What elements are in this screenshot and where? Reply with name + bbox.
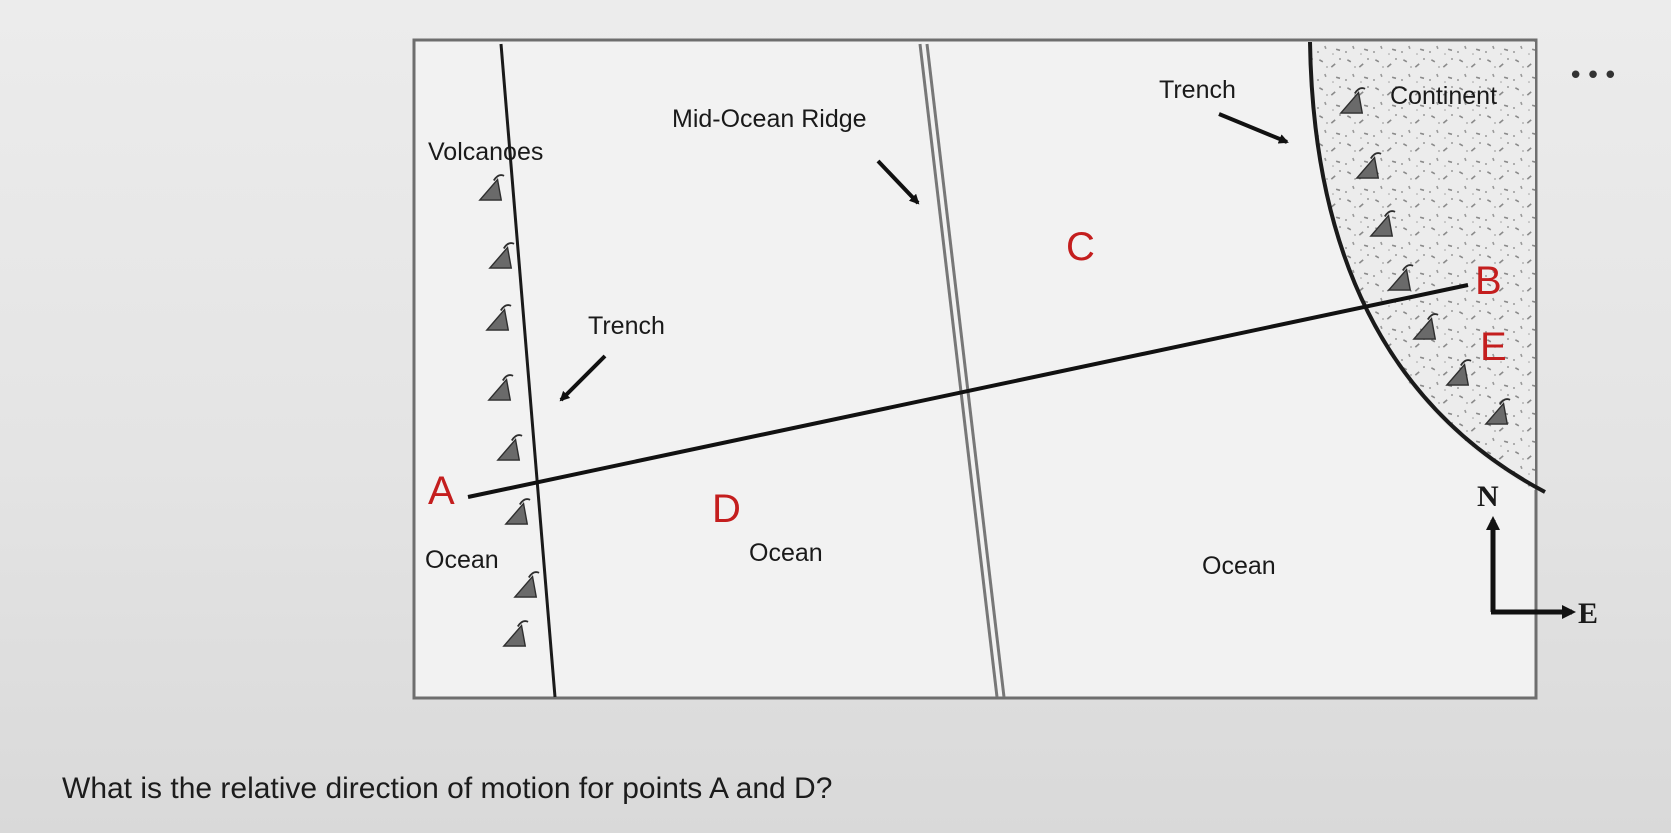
ridge-pointer-arrow (876, 159, 920, 205)
trench-left-pointer-arrow (559, 354, 607, 402)
mid-ocean-ridge-label: Mid-Ocean Ridge (672, 105, 867, 133)
ocean-right-label: Ocean (1202, 552, 1276, 580)
point-d-label: D (712, 487, 741, 531)
ridge-line-left (918, 43, 999, 698)
transect-line-a-b (467, 283, 1469, 499)
compass-north-label: N (1477, 480, 1499, 513)
point-a-label: A (428, 469, 455, 513)
more-options-button[interactable]: ••• (1568, 61, 1621, 91)
ridge-line-right (925, 43, 1006, 698)
left-trench-line (499, 43, 557, 698)
volcanoes-label: Volcanoes (428, 138, 543, 166)
point-b-label: B (1475, 259, 1502, 303)
point-e-label: E (1480, 325, 1507, 369)
point-c-label: C (1066, 225, 1095, 269)
continent-region (1310, 42, 1535, 490)
trench-left-label: Trench (588, 312, 665, 340)
continent-label: Continent (1390, 82, 1497, 110)
trench-top-pointer-arrow (1218, 112, 1289, 144)
compass-east-label: E (1578, 597, 1598, 630)
compass-rose: N E (1477, 480, 1598, 630)
question-text: What is the relative direction of motion… (62, 772, 833, 805)
ocean-middle-label: Ocean (749, 539, 823, 567)
trench-top-label: Trench (1159, 76, 1236, 104)
continent-trench-boundary (1308, 41, 1546, 494)
ocean-left-label: Ocean (425, 546, 499, 574)
